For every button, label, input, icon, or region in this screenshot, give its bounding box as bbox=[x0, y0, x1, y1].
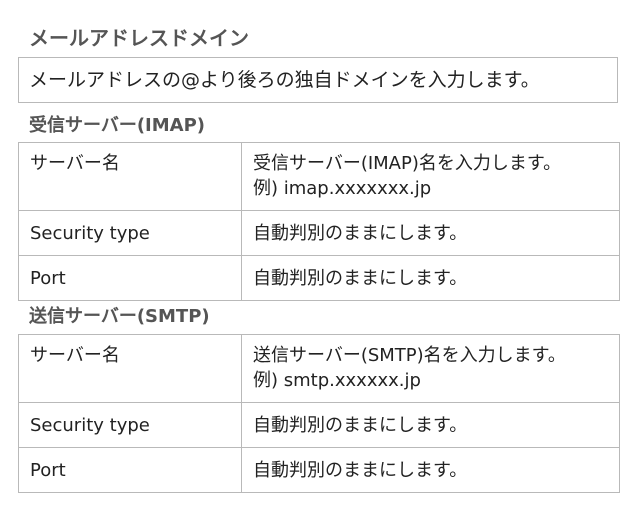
security-type-value: 自動判別のままにします。 bbox=[241, 210, 620, 256]
incoming-server-heading: 受信サーバー(IMAP) bbox=[29, 115, 206, 136]
server-name-value: 送信サーバー(SMTP)名を入力します。 例) smtp.xxxxxx.jp bbox=[241, 334, 620, 403]
incoming-server-table: サーバー名 受信サーバー(IMAP)名を入力します。 例) imap.xxxxx… bbox=[18, 142, 620, 301]
security-type-value: 自動判別のままにします。 bbox=[241, 402, 620, 448]
port-label: Port bbox=[18, 447, 242, 493]
server-name-label: サーバー名 bbox=[18, 142, 242, 211]
table-row: サーバー名 受信サーバー(IMAP)名を入力します。 例) imap.xxxxx… bbox=[18, 142, 620, 211]
table-row: Port 自動判別のままにします。 bbox=[18, 255, 620, 301]
server-name-instruction: 受信サーバー(IMAP)名を入力します。 bbox=[253, 153, 562, 174]
email-domain-description: メールアドレスの@より後ろの独自ドメインを入力します。 bbox=[18, 57, 618, 103]
outgoing-server-heading: 送信サーバー(SMTP) bbox=[29, 306, 210, 327]
server-name-instruction: 送信サーバー(SMTP)名を入力します。 bbox=[253, 345, 566, 366]
table-row: サーバー名 送信サーバー(SMTP)名を入力します。 例) smtp.xxxxx… bbox=[18, 334, 620, 403]
server-name-example: 例) smtp.xxxxxx.jp bbox=[253, 370, 421, 391]
port-value: 自動判別のままにします。 bbox=[241, 447, 620, 493]
port-value: 自動判別のままにします。 bbox=[241, 255, 620, 301]
server-name-value: 受信サーバー(IMAP)名を入力します。 例) imap.xxxxxxx.jp bbox=[241, 142, 620, 211]
outgoing-server-table: サーバー名 送信サーバー(SMTP)名を入力します。 例) smtp.xxxxx… bbox=[18, 334, 620, 493]
security-type-label: Security type bbox=[18, 402, 242, 448]
table-row: Port 自動判別のままにします。 bbox=[18, 447, 620, 493]
server-name-example: 例) imap.xxxxxxx.jp bbox=[253, 178, 432, 199]
email-domain-heading: メールアドレスドメイン bbox=[29, 26, 249, 50]
table-row: Security type 自動判別のままにします。 bbox=[18, 210, 620, 256]
table-row: Security type 自動判別のままにします。 bbox=[18, 402, 620, 448]
server-name-label: サーバー名 bbox=[18, 334, 242, 403]
security-type-label: Security type bbox=[18, 210, 242, 256]
port-label: Port bbox=[18, 255, 242, 301]
